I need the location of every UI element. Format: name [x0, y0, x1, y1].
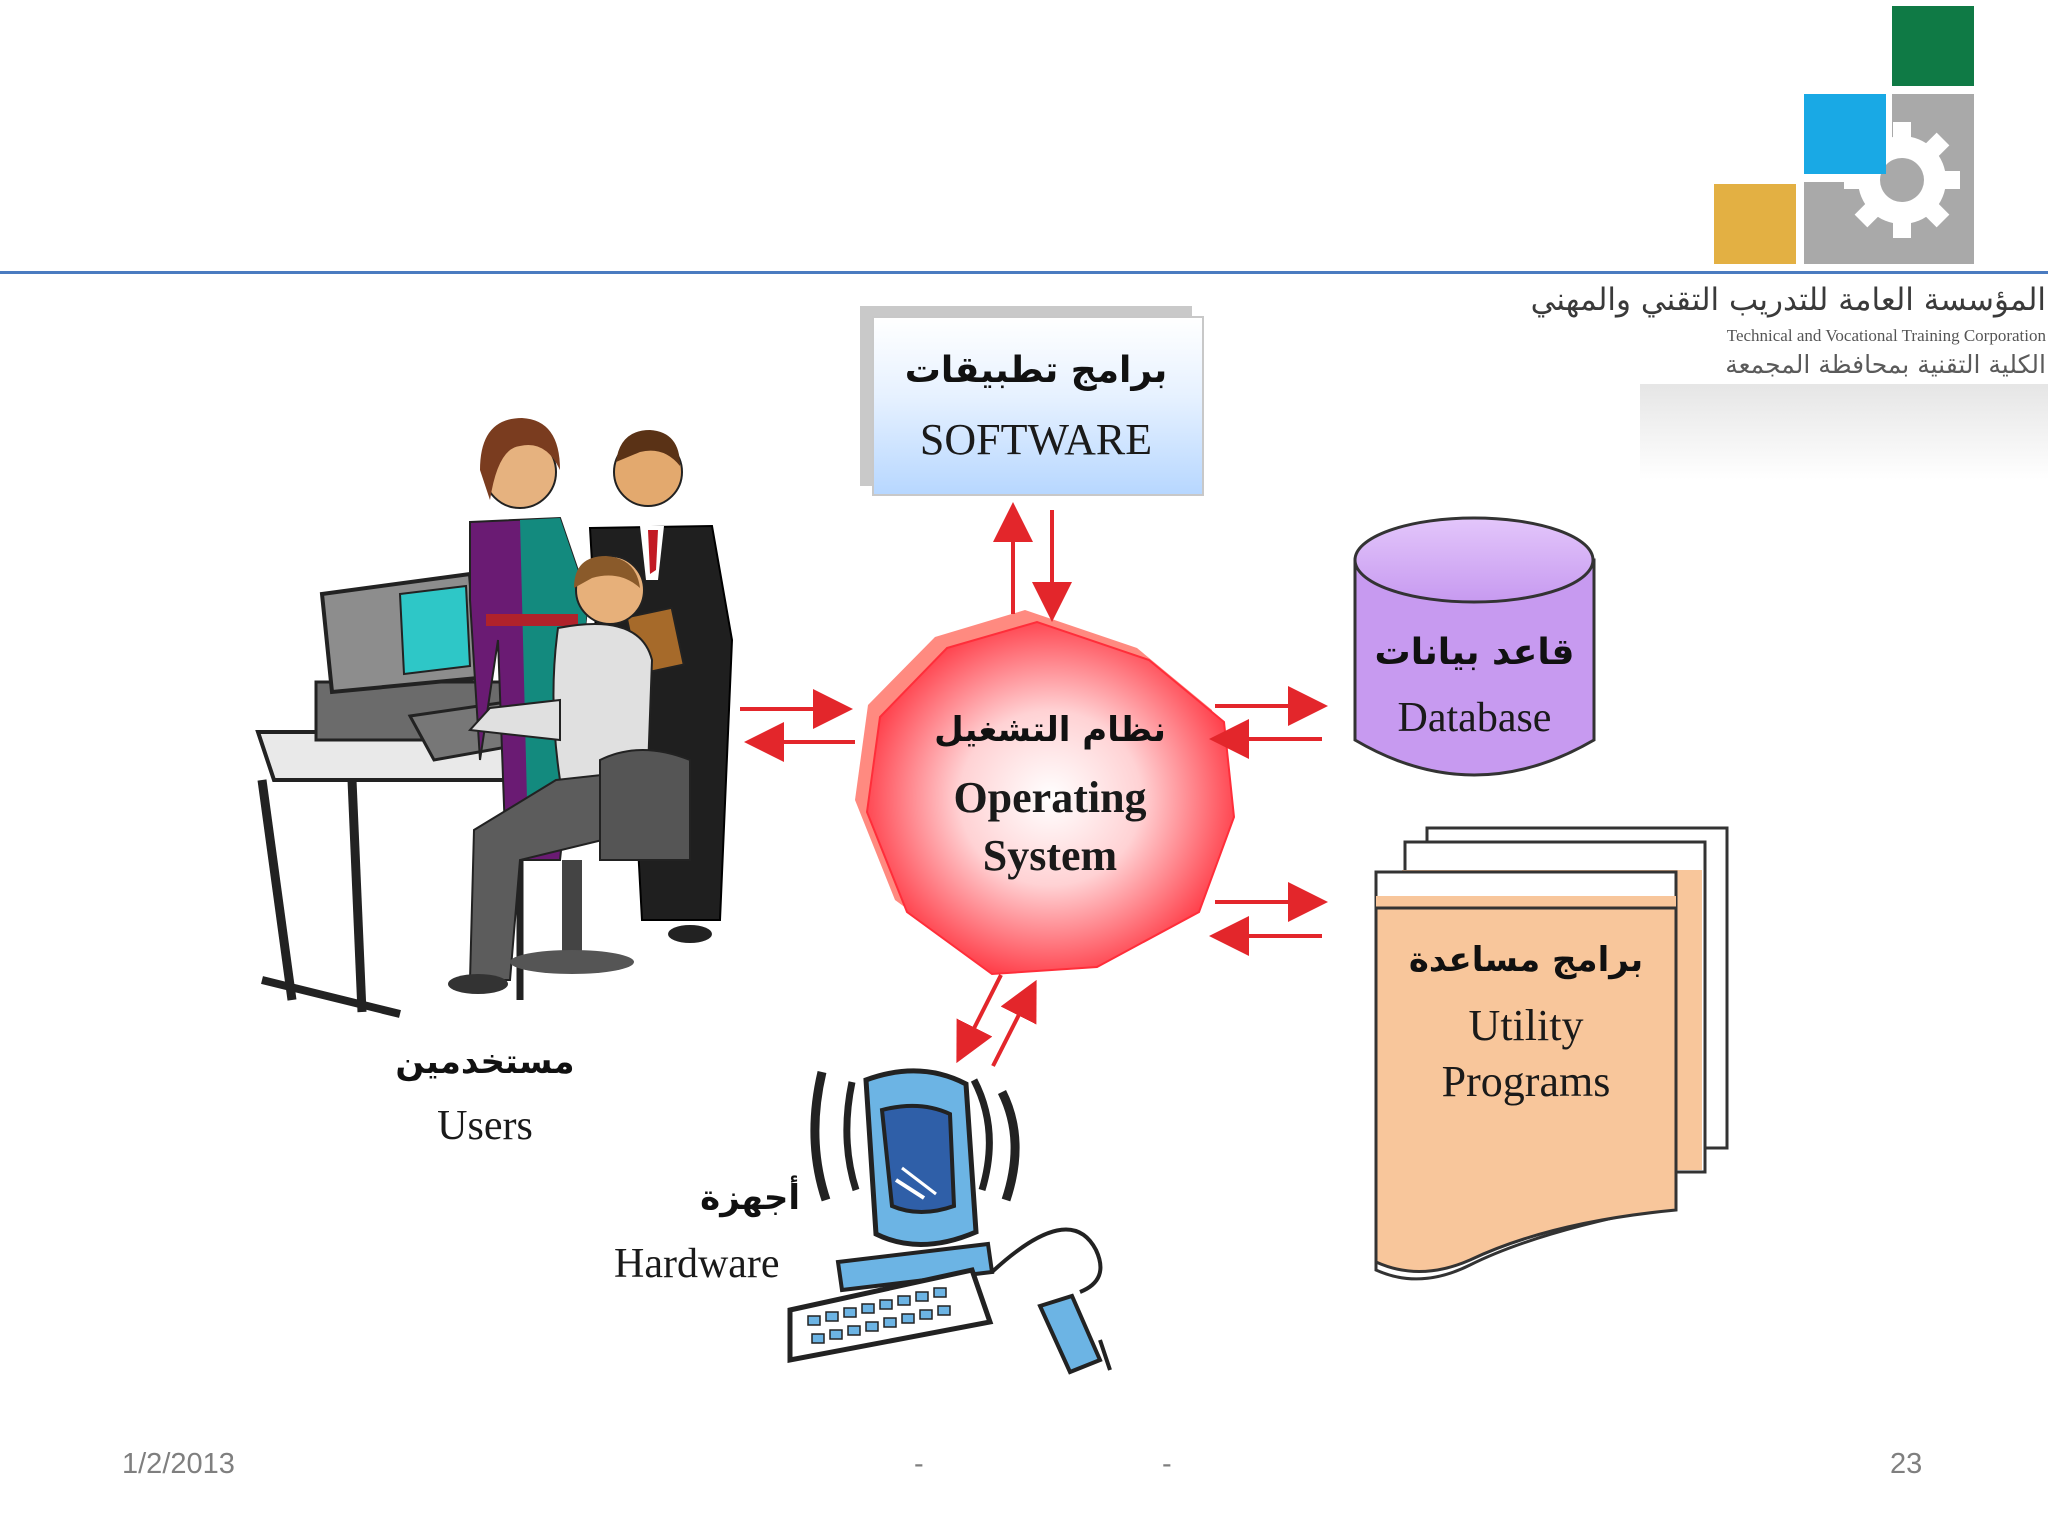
- database-label-en: Database: [1397, 695, 1552, 741]
- arrows: [740, 502, 1328, 1067]
- org-name-ar: المؤسسة العامة للتدريب التقني والمهني: [1530, 282, 2046, 318]
- database-label-ar: قاعد بيانات: [1374, 632, 1575, 673]
- org-name-en: Technical and Vocational Training Corpor…: [1726, 326, 2046, 345]
- os-label-en-line1: Operating: [953, 773, 1147, 822]
- software-label-en: SOFTWARE: [919, 415, 1153, 464]
- utility-label-en-line1: Utility: [1468, 1001, 1584, 1050]
- footer-dash-1: -: [914, 1448, 924, 1480]
- hardware-clipart-icon: [787, 1068, 1112, 1375]
- hardware-label-en: Hardware: [614, 1241, 780, 1287]
- logo-green-square: [1892, 6, 1974, 86]
- logo-gold-square: [1714, 184, 1796, 264]
- users-clipart-icon: [255, 418, 734, 1018]
- hardware-label-ar: أجهزة: [700, 1178, 800, 1218]
- users-label-en: Users: [437, 1103, 533, 1149]
- utility-label-en-line2: Programs: [1441, 1057, 1611, 1106]
- os-label-ar: نظام التشغيل: [934, 710, 1166, 750]
- tvtc-logo: المؤسسة العامة للتدريب التقني والمهني Te…: [1531, 0, 2048, 480]
- page-number: 23: [1890, 1448, 1923, 1480]
- software-label-ar: برامج تطبيقات: [904, 350, 1168, 391]
- gear-icon: [1804, 94, 1974, 264]
- college-name-ar: الكلية التقنية بمحافظة المجمعة: [1725, 350, 2046, 379]
- logo-blue-square: [1804, 94, 1886, 174]
- utility-label-ar: برامج مساعدة: [1408, 940, 1644, 980]
- software-box: [872, 316, 1204, 496]
- database-cylinder-icon: [1353, 516, 1596, 777]
- header-divider: [0, 271, 2048, 274]
- users-label-ar: مستخدمين: [395, 1042, 575, 1082]
- octagon-burst-icon: [855, 610, 1236, 976]
- documents-stack-icon: [1374, 826, 1729, 1281]
- logo-reflection: [1640, 384, 2048, 480]
- footer-date: 1/2/2013: [122, 1448, 235, 1480]
- footer-dash-2: -: [1162, 1448, 1172, 1480]
- os-label-en-line2: System: [982, 831, 1118, 880]
